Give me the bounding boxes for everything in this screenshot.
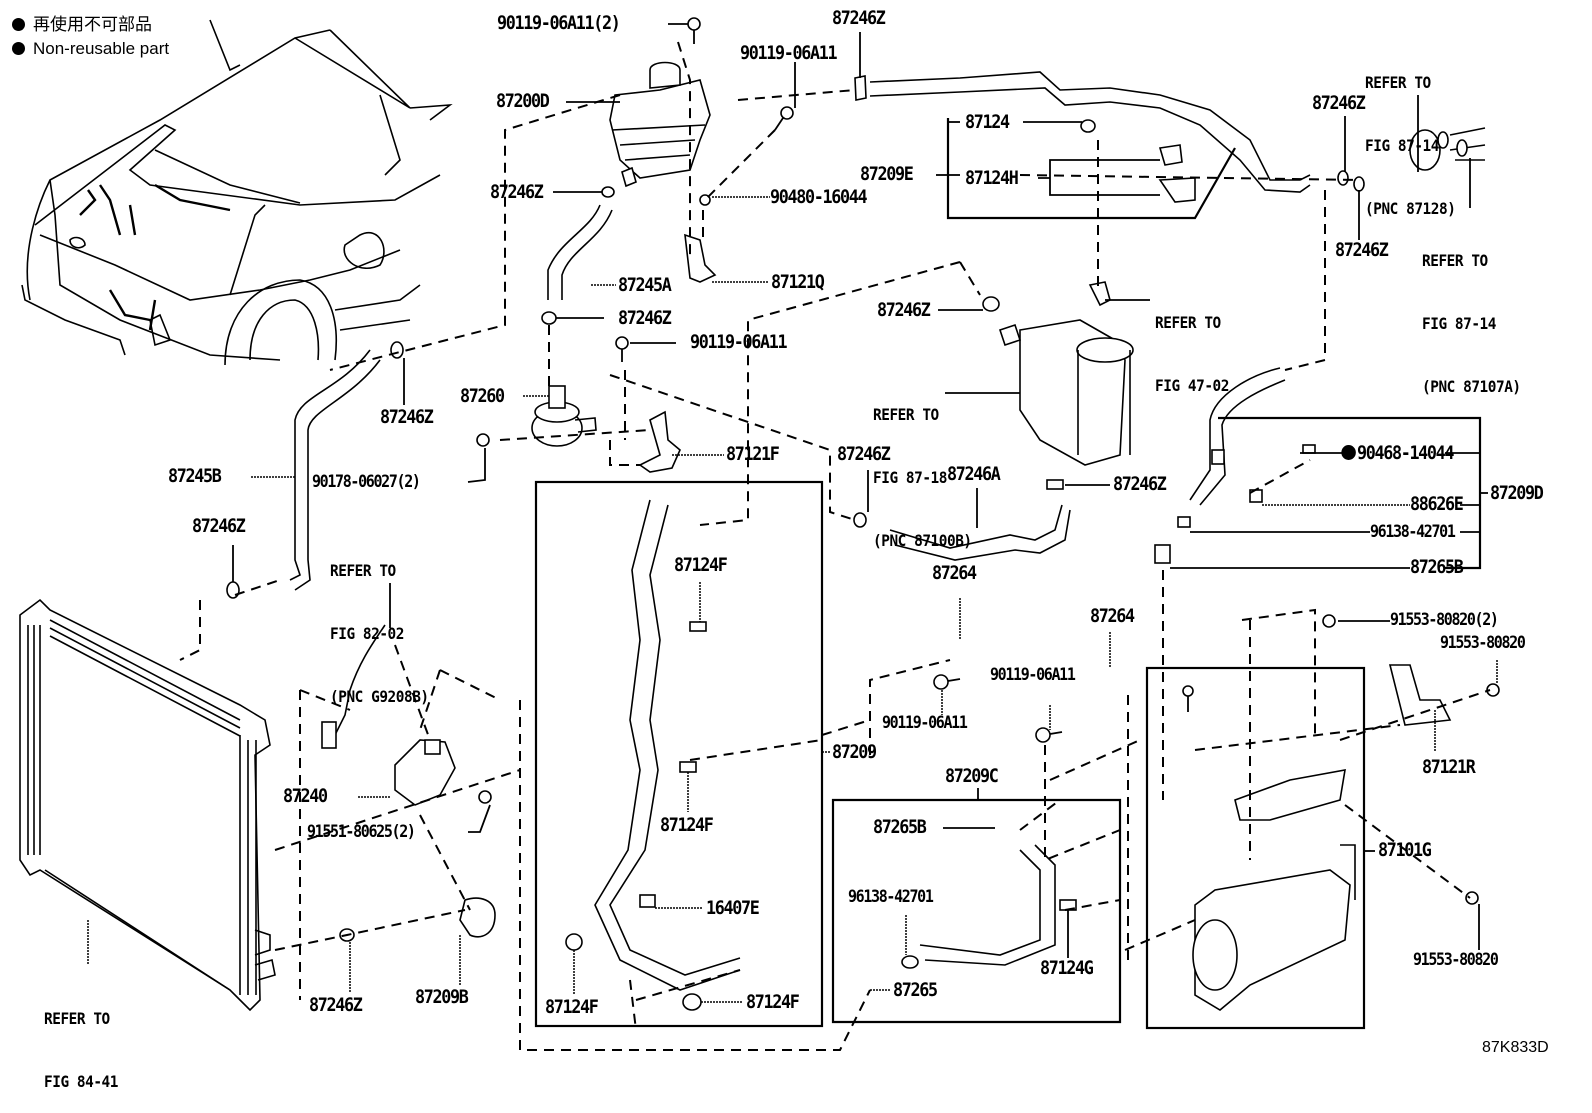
hose-87246a-illustration xyxy=(889,504,1071,561)
part-callout[interactable]: 87246Z xyxy=(837,443,891,465)
reference-note[interactable]: REFER TO FIG 84-41 xyxy=(44,1009,118,1091)
vehicle-front-illustration xyxy=(21,19,453,366)
part-callout[interactable]: 87264 xyxy=(932,562,977,584)
hose-87209c-illustration xyxy=(919,844,1056,966)
part-callout[interactable]: 87246Z xyxy=(490,181,544,203)
part-callout[interactable]: 87265B xyxy=(1410,556,1464,578)
legend-item-en: Non-reusable part xyxy=(12,37,169,61)
part-callout[interactable]: 87124H xyxy=(965,167,1019,189)
part-callout[interactable]: 90119-06A11(2) xyxy=(497,12,621,34)
part-callout[interactable]: 87101G xyxy=(1378,839,1432,861)
part-callout[interactable]: 88626E xyxy=(1410,493,1464,515)
part-callout[interactable]: 87200D xyxy=(496,90,550,112)
part-callout[interactable]: 87124F xyxy=(545,996,599,1018)
part-callout[interactable]: 90119-06A11 xyxy=(882,713,968,733)
heater-assembly-illustration xyxy=(998,319,1134,466)
water-pump-illustration xyxy=(531,385,597,447)
part-callout[interactable]: 87246Z xyxy=(618,307,672,329)
assembly-frames xyxy=(534,118,1482,1030)
legend-item-ja: 再使用不可部品 xyxy=(12,13,169,37)
filled-circle-icon xyxy=(12,42,25,55)
part-callout[interactable]: 90178-06027(2) xyxy=(312,472,421,492)
reference-note[interactable]: REFER TO FIG 87-18 (PNC 87100B) xyxy=(873,405,972,550)
part-callout[interactable]: 16407E xyxy=(706,897,760,919)
part-callout[interactable]: 90119-06A11 xyxy=(690,331,788,353)
part-callout[interactable]: 87246Z xyxy=(1335,239,1389,261)
valve-motor-illustration xyxy=(321,624,456,806)
upper-hose-illustration xyxy=(854,71,1311,193)
reference-note[interactable]: REFER TO FIG 87-14 (PNC 87107A) xyxy=(1422,251,1521,396)
clamp-87209b-illustration xyxy=(459,897,496,938)
part-callout[interactable]: 90119-06A11 xyxy=(990,665,1076,685)
part-callout[interactable]: 91553-80820(2) xyxy=(1390,610,1499,630)
radiator-illustration xyxy=(19,598,276,1012)
part-callout[interactable]: 87246Z xyxy=(309,994,363,1016)
part-callout[interactable]: 87121F xyxy=(726,443,780,465)
part-callout[interactable]: 87124 xyxy=(965,111,1010,133)
part-callout[interactable]: 87209D xyxy=(1490,482,1544,504)
part-callout[interactable]: 91553-80820 xyxy=(1440,633,1526,653)
part-callout[interactable]: 87246Z xyxy=(877,299,931,321)
inverter-illustration xyxy=(1192,769,1356,1011)
bracket-87121f-illustration xyxy=(638,410,681,473)
hose-87209d-illustration xyxy=(1189,367,1286,506)
part-callout[interactable]: 87246Z xyxy=(1113,473,1167,495)
part-callout[interactable]: 87124G xyxy=(1040,957,1094,979)
part-callout[interactable]: 96138-42701 xyxy=(848,887,934,907)
part-callout[interactable]: 91553-80820 xyxy=(1413,950,1499,970)
part-callout[interactable]: 87265 xyxy=(893,979,938,1001)
part-callout[interactable]: 87124F xyxy=(660,814,714,836)
reference-note[interactable]: REFER TO FIG 82-02 (PNC G9208B) xyxy=(330,561,429,706)
hose-87209-illustration xyxy=(594,499,741,991)
part-callout[interactable]: 87121Q xyxy=(771,271,825,293)
reference-note[interactable]: REFER TO FIG 47-02 xyxy=(1155,313,1229,395)
part-callout[interactable]: 87121R xyxy=(1422,756,1476,778)
part-callout[interactable]: 87265B xyxy=(873,816,927,838)
reservoir-tank-illustration xyxy=(609,61,711,188)
part-callout[interactable]: 87209B xyxy=(415,986,469,1008)
non-reusable-icon xyxy=(1341,445,1356,460)
part-callout[interactable]: 90119-06A11 xyxy=(740,42,838,64)
part-callout-non-reusable[interactable]: 90468-14044 xyxy=(1341,443,1455,464)
bracket-87121q-illustration xyxy=(684,233,717,283)
part-callout[interactable]: 87246Z xyxy=(832,7,886,29)
part-callout[interactable]: 87240 xyxy=(283,785,328,807)
part-callout[interactable]: 87246Z xyxy=(1312,92,1366,114)
part-callout[interactable]: 90480-16044 xyxy=(770,186,868,208)
dashed-connection-lines xyxy=(179,41,1491,1051)
part-callout[interactable]: 96138-42701 xyxy=(1370,522,1456,542)
part-callout[interactable]: 87209 xyxy=(832,741,877,763)
hose-87245b-illustration xyxy=(289,349,381,591)
part-callout[interactable]: 87245A xyxy=(618,274,672,296)
part-callout[interactable]: 87246Z xyxy=(192,515,246,537)
part-callout[interactable]: 91551-80625(2) xyxy=(307,822,416,842)
leader-lines xyxy=(87,23,1498,1003)
hose-87245a-illustration xyxy=(547,204,613,300)
part-callout[interactable]: 87246A xyxy=(947,463,1001,485)
reference-note[interactable]: REFER TO FIG 87-14 (PNC 87128) xyxy=(1365,73,1456,218)
bracket-87121r-illustration xyxy=(1388,664,1452,726)
part-callout[interactable]: 87246Z xyxy=(380,406,434,428)
part-callout[interactable]: 87260 xyxy=(460,385,505,407)
filled-circle-icon xyxy=(12,18,25,31)
part-callout[interactable]: 87209C xyxy=(945,765,999,787)
part-callout[interactable]: 87124F xyxy=(674,554,728,576)
figure-id: 87K833D xyxy=(1482,1039,1549,1056)
part-callout[interactable]: 87124F xyxy=(746,991,800,1013)
part-callout[interactable]: 87245B xyxy=(168,465,222,487)
legend: 再使用不可部品 Non-reusable part xyxy=(12,13,169,61)
part-callout[interactable]: 87209E xyxy=(860,163,914,185)
part-callout[interactable]: 87264 xyxy=(1090,605,1135,627)
hose-clamps xyxy=(226,119,1365,1011)
